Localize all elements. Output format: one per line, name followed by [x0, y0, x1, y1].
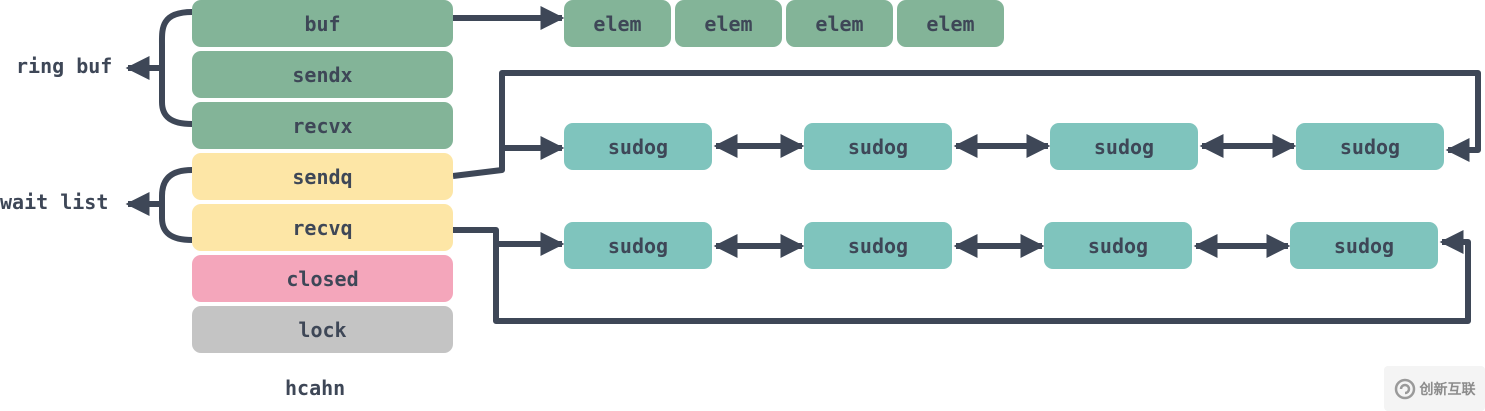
recvq-sudog: sudog: [1044, 222, 1192, 269]
recvq-sudog: sudog: [564, 222, 712, 269]
ring-buf-brace: [158, 9, 193, 127]
ring-buf-label: ring buf: [16, 54, 113, 78]
buffer-elem: elem: [564, 0, 671, 47]
wait-list-brace: [159, 167, 193, 243]
buffer-elem: elem: [675, 0, 782, 47]
wait-list-label: wait list: [0, 190, 109, 214]
recvq-sudog: sudog: [804, 222, 952, 269]
field-buf: buf: [192, 0, 453, 47]
sendq-loop-line: [452, 70, 1481, 179]
watermark-text: 创新互联: [1419, 381, 1476, 398]
field-recvq: recvq: [192, 204, 453, 251]
sendq-sudog: sudog: [1050, 123, 1198, 170]
sendq-sudog: sudog: [804, 123, 952, 170]
watermark: 创新互联: [1384, 366, 1485, 411]
field-recvx: recvx: [192, 102, 453, 149]
recvq-sudog: sudog: [1290, 222, 1438, 269]
field-sendq: sendq: [192, 153, 453, 200]
field-closed: closed: [192, 255, 453, 302]
buffer-elem: elem: [786, 0, 893, 47]
field-sendx: sendx: [192, 51, 453, 98]
buffer-elem: elem: [897, 0, 1004, 47]
sendq-sudog: sudog: [564, 123, 712, 170]
field-lock: lock: [192, 306, 453, 353]
recvq-loop-line: [453, 227, 1471, 324]
sendq-sudog: sudog: [1296, 123, 1444, 170]
struct-title: hcahn: [285, 376, 346, 400]
logo-icon: [1394, 378, 1415, 399]
